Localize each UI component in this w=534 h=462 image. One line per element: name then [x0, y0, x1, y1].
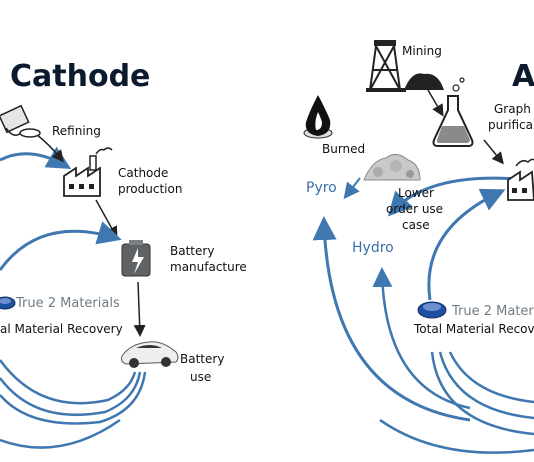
battery-use-label-line1: Battery	[180, 352, 225, 366]
arrow-recovery-to-pyro	[312, 216, 471, 422]
rubble-icon	[363, 154, 421, 181]
arrow-to-cathode-production	[0, 146, 72, 170]
factory-icon	[63, 147, 113, 197]
cathode-title: Cathode	[10, 59, 151, 94]
battery-manufacture-label-line1: Battery	[170, 244, 215, 258]
recovery-loop-right-1	[448, 351, 534, 404]
recovery-loop-mid-left	[0, 371, 142, 416]
hydro-label: Hydro	[352, 240, 394, 256]
cathode-production-label-line1: Cathode	[118, 166, 169, 180]
mining-label: Mining	[402, 44, 442, 58]
arrow-graphite-to-production	[483, 139, 504, 165]
pyro-label: Pyro	[306, 180, 337, 196]
arrow-recovery-to-battery-manufacture	[0, 221, 122, 271]
car-icon	[121, 341, 179, 368]
fire-icon	[303, 95, 333, 139]
recovery-loop-outer-left	[0, 371, 147, 425]
arrow-cathode-to-battery-manufacture	[95, 199, 118, 239]
cathode-production-label-line2: production	[118, 182, 183, 196]
arrow-lower-to-pyro	[343, 177, 361, 200]
lower-order-label-line3: case	[402, 218, 430, 232]
arrow-battery-manufacture-to-use	[133, 281, 146, 337]
recovery-loop-inner-left	[0, 359, 137, 405]
recovery-loop-right-2	[438, 351, 534, 420]
arrow-mining-to-graphite	[427, 89, 444, 117]
true2materials-logo-icon-right	[417, 301, 447, 319]
mining-tower-icon	[366, 40, 444, 92]
burned-label: Burned	[322, 142, 366, 156]
factory-icon-right	[507, 158, 534, 201]
lower-order-label-line2: order use	[386, 202, 444, 216]
graphite-label-line1: Graph	[494, 102, 531, 116]
flask-icon	[432, 77, 474, 147]
arrow-to-lower-order	[387, 176, 531, 217]
graphite-label-line2: purifica	[488, 118, 533, 132]
anode-title: A	[512, 59, 534, 94]
arrow-recovery-to-production	[427, 188, 506, 301]
brand-subtitle-right: Total Material Recov	[414, 322, 534, 336]
brand-subtitle-left: al Material Recovery	[0, 322, 123, 336]
arrow-recovery-to-hydro	[372, 267, 471, 410]
recovery-loop-right-3	[430, 351, 534, 436]
lower-order-label-line1: Lower	[398, 186, 434, 200]
brand-name-right: True 2 Mater	[452, 304, 534, 319]
refining-icon	[0, 104, 41, 138]
recovery-loop-right-4	[379, 418, 534, 454]
refining-label: Refining	[52, 124, 101, 138]
battery-icon	[121, 240, 151, 277]
battery-use-label-line2: use	[190, 370, 212, 384]
brand-name-left: True 2 Materials	[16, 296, 120, 311]
battery-manufacture-label-line2: manufacture	[170, 260, 247, 274]
true2materials-logo-icon	[0, 296, 16, 310]
recovery-loop-arc-left	[0, 418, 121, 449]
